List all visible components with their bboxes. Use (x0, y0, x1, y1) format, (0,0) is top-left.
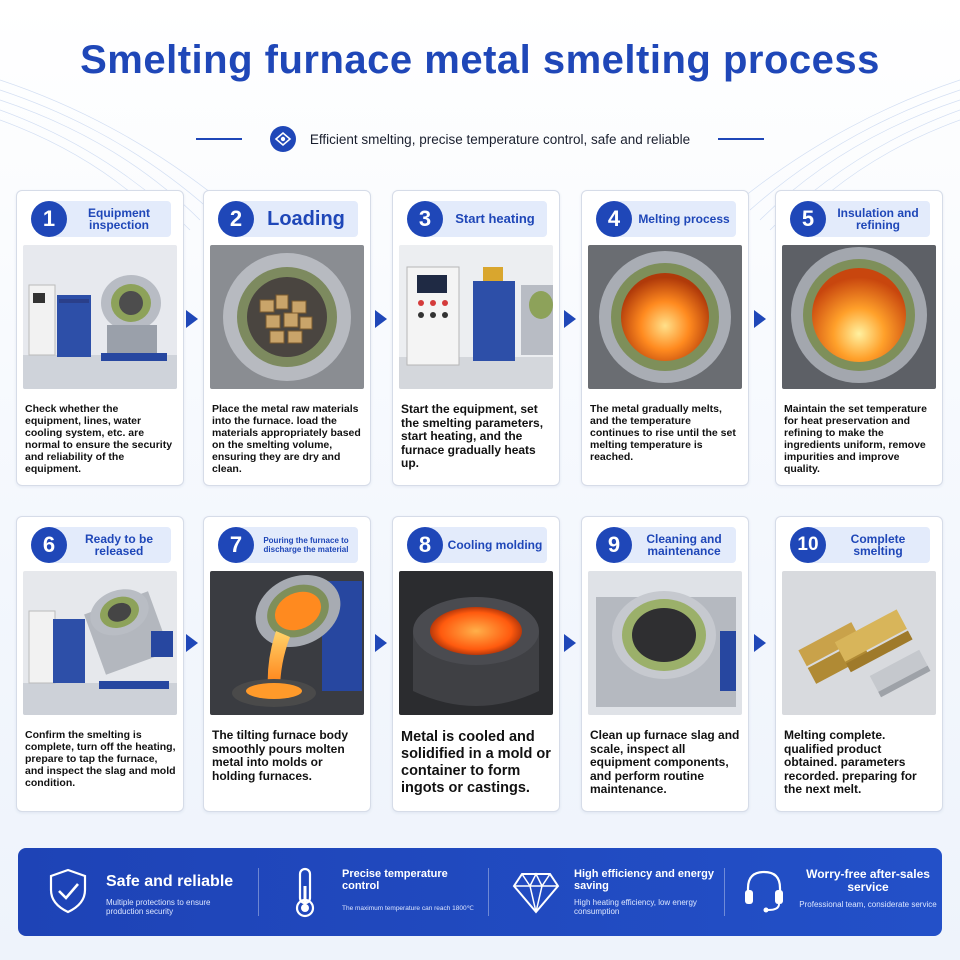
step-header: 5 Insulation and refining (790, 201, 930, 237)
diamond-icon (512, 870, 560, 919)
feature-subtitle: Professional team, considerate service (799, 900, 937, 909)
step-title: Equipment inspection (88, 206, 150, 232)
glowing-furnace-photo (782, 245, 936, 389)
step-card-9: 9 Cleaning and maintenance Clean up furn… (581, 516, 749, 812)
step-card-1: 1 Equipment inspection Check whether the… (16, 190, 184, 486)
step-header: 4 Melting process (596, 201, 736, 237)
clean-furnace-photo (588, 571, 742, 715)
arrow-right-icon (754, 310, 766, 328)
furnace-equipment-photo (23, 245, 177, 389)
feature-divider (724, 868, 725, 916)
step-number: 10 (790, 527, 826, 563)
step-description: Check whether the equipment, lines, wate… (25, 403, 173, 475)
thermometer-icon (292, 866, 318, 923)
step-number: 9 (596, 527, 632, 563)
step-title: Insulation and refining (837, 206, 919, 232)
step-description: Place the metal raw materials into the f… (212, 403, 361, 475)
feature-divider (258, 868, 259, 916)
arrow-right-icon (754, 634, 766, 652)
step-description: The metal gradually melts, and the tempe… (590, 403, 736, 463)
step-description: Confirm the smelting is complete, turn o… (25, 729, 176, 789)
subtitle-divider-right (718, 138, 765, 140)
step-header: 7 Pouring the furnace to discharge the m… (218, 527, 358, 563)
step-number: 6 (31, 527, 67, 563)
feature-safe: Safe and reliable Multiple protections t… (18, 848, 258, 936)
features-banner: Safe and reliable Multiple protections t… (18, 848, 942, 936)
arrow-right-icon (186, 634, 198, 652)
feature-title: Safe and reliable (106, 873, 234, 890)
step-header: 8 Cooling molding (407, 527, 547, 563)
feature-subtitle: High heating efficiency, low energy cons… (574, 898, 697, 916)
feature-subtitle: The maximum temperature can reach 1800℃ (342, 905, 474, 912)
step-header: 6 Ready to be released (31, 527, 171, 563)
step-title: Complete smelting (850, 532, 906, 558)
step-title: Cooling molding (447, 538, 543, 552)
subtitle-row: Efficient smelting, precise temperature … (0, 124, 960, 154)
step-number: 8 (407, 527, 443, 563)
step-description: The tilting furnace body smoothly pours … (212, 728, 349, 783)
step-title: Melting process (638, 212, 730, 226)
step-header: 1 Equipment inspection (31, 201, 171, 237)
metal-ingots-photo (782, 571, 936, 715)
step-card-2: 2 Loading Place the metal raw materials … (203, 190, 371, 486)
step-title: Cleaning and maintenance (646, 532, 722, 558)
step-number: 2 (218, 201, 254, 237)
pouring-metal-photo (210, 571, 364, 715)
feature-service: Worry-free after-sales service Professio… (734, 848, 942, 936)
arrow-right-icon (375, 310, 387, 328)
arrow-right-icon (564, 634, 576, 652)
step-description: Metal is cooled and solidified in a mold… (401, 729, 551, 796)
step-description: Melting complete. qualified product obta… (784, 728, 917, 796)
feature-divider (488, 868, 489, 916)
feature-title: High efficiency and energy saving (574, 868, 714, 892)
step-card-6: 6 Ready to be released Confirm the smelt… (16, 516, 184, 812)
step-title: Ready to be released (84, 532, 153, 558)
step-card-4: 4 Melting process The metal gradually me… (581, 190, 749, 486)
step-title: Start heating (455, 211, 535, 226)
subtitle-divider-left (195, 138, 242, 140)
step-header: 2 Loading (218, 201, 358, 237)
step-number: 5 (790, 201, 826, 237)
feature-title: Worry-free after-sales service (806, 867, 930, 894)
step-header: 10 Complete smelting (790, 527, 930, 563)
step-card-7: 7 Pouring the furnace to discharge the m… (203, 516, 371, 812)
step-number: 1 (31, 201, 67, 237)
feature-temperature: Precise temperature control The maximum … (268, 848, 488, 936)
step-title: Pouring the furnace to discharge the mat… (263, 536, 349, 554)
feature-subtitle: Multiple protections to ensure productio… (106, 898, 211, 916)
step-number: 7 (218, 527, 254, 563)
furnace-loaded-with-metal-photo (210, 245, 364, 389)
arrow-right-icon (375, 634, 387, 652)
cooling-mold-photo (399, 571, 553, 715)
molten-metal-photo (588, 245, 742, 389)
step-number: 4 (596, 201, 632, 237)
tilting-furnace-photo (23, 571, 177, 715)
step-description: Clean up furnace slag and scale, inspect… (590, 728, 740, 796)
step-card-5: 5 Insulation and refining Maintain the s… (775, 190, 943, 486)
page-subtitle: Efficient smelting, precise temperature … (309, 131, 691, 147)
arrow-right-icon (564, 310, 576, 328)
step-header: 3 Start heating (407, 201, 547, 237)
headset-icon (742, 868, 786, 919)
control-cabinet-photo (399, 245, 553, 389)
step-header: 9 Cleaning and maintenance (596, 527, 736, 563)
step-description: Start the equipment, set the smelting pa… (401, 402, 544, 470)
step-description: Maintain the set temperature for heat pr… (784, 403, 927, 475)
company-logo-icon (269, 126, 296, 152)
feature-efficiency: High efficiency and energy saving High h… (498, 848, 728, 936)
arrow-right-icon (186, 310, 198, 328)
feature-title: Precise temperature control (342, 868, 448, 892)
step-number: 3 (407, 201, 443, 237)
shield-check-icon (48, 868, 88, 919)
page-title: Smelting furnace metal smelting process (80, 38, 880, 82)
step-title: Loading (267, 208, 345, 230)
step-card-10: 10 Complete smelting Melting complete. q… (775, 516, 943, 812)
step-card-8: 8 Cooling molding Metal is cooled and so… (392, 516, 560, 812)
step-card-3: 3 Start heating Start the equipment, set… (392, 190, 560, 486)
